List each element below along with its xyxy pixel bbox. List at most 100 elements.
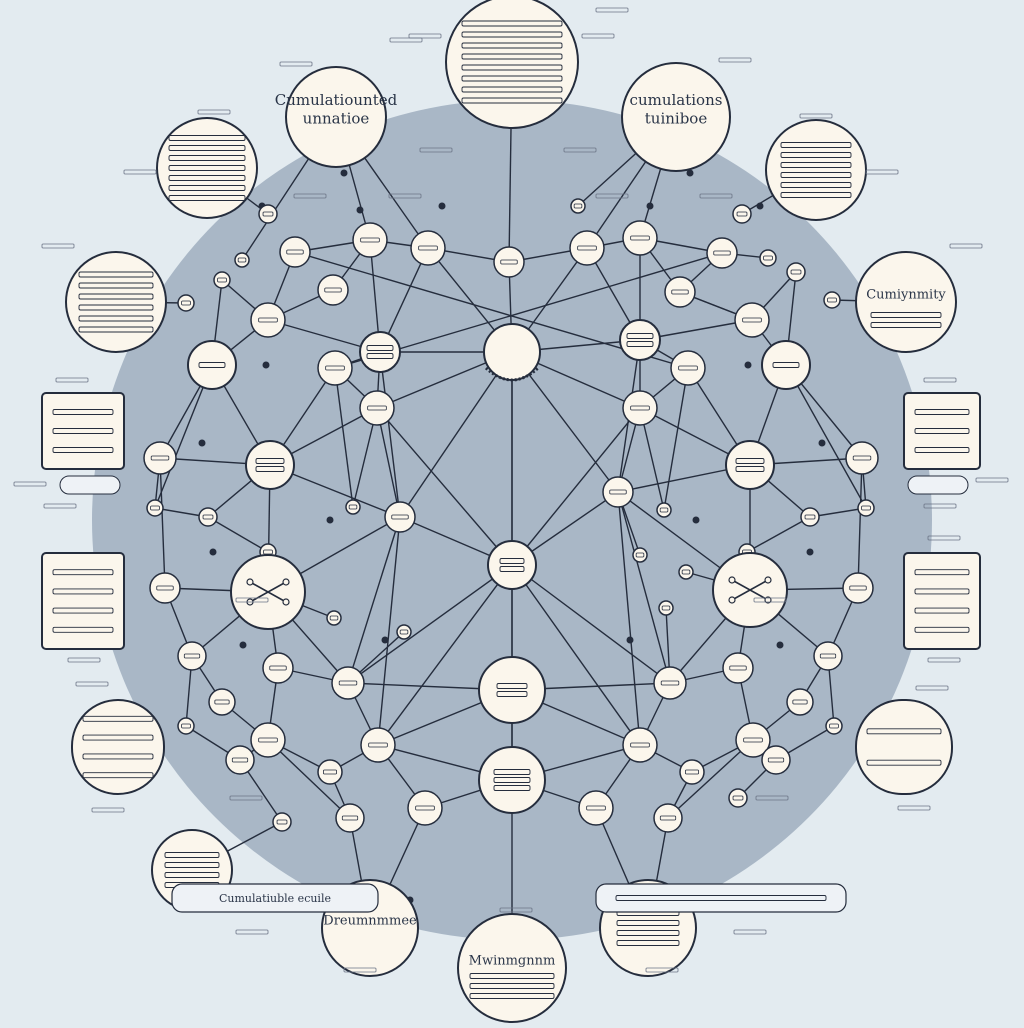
small-node-s50[interactable] [198, 507, 218, 527]
junction-dot [239, 641, 247, 649]
small-node-s46[interactable] [213, 271, 231, 289]
node-m7[interactable] [725, 440, 775, 490]
small-node-s58[interactable] [345, 499, 361, 515]
small-node-s28[interactable] [250, 722, 286, 758]
small-node-s6[interactable] [706, 237, 738, 269]
banner-ban2[interactable] [595, 883, 847, 913]
small-node-s67[interactable] [570, 198, 586, 214]
small-node-s19[interactable] [602, 476, 634, 508]
small-node-s36[interactable] [208, 688, 236, 716]
small-node-s57[interactable] [728, 788, 748, 808]
small-node-s14[interactable] [359, 390, 395, 426]
small-node-s3[interactable] [493, 246, 525, 278]
node-m2[interactable] [478, 656, 546, 724]
small-node-s62[interactable] [678, 564, 694, 580]
small-node-s43[interactable] [732, 204, 752, 224]
small-node-s23[interactable] [813, 641, 843, 671]
small-node-s56[interactable] [272, 812, 292, 832]
side-box-bL1[interactable] [41, 392, 125, 470]
banner-ban1[interactable] [171, 883, 379, 913]
small-node-s17[interactable] [845, 441, 879, 475]
small-node-s45[interactable] [823, 291, 841, 309]
small-node-s48[interactable] [146, 499, 164, 517]
small-node-s39[interactable] [761, 745, 791, 775]
small-node-s1[interactable] [352, 222, 388, 258]
small-node-s34[interactable] [335, 803, 365, 833]
small-node-s10[interactable] [250, 302, 286, 338]
small-node-s29[interactable] [735, 722, 771, 758]
node-c8[interactable] [187, 340, 237, 390]
side-pill[interactable] [59, 475, 121, 495]
caption-scribble [897, 805, 931, 811]
small-node-s5[interactable] [622, 220, 658, 256]
node-c4[interactable] [765, 119, 867, 221]
small-node-s2[interactable] [410, 230, 446, 266]
small-node-s18[interactable] [384, 501, 416, 533]
side-box-bL2[interactable] [41, 552, 125, 650]
small-node-s60[interactable] [326, 610, 342, 626]
small-node-s25[interactable] [722, 652, 754, 684]
small-node-s33[interactable] [578, 790, 614, 826]
node-m3[interactable] [478, 746, 546, 814]
small-node-s15[interactable] [622, 390, 658, 426]
small-node-s27[interactable] [653, 666, 687, 700]
small-node-s31[interactable] [622, 727, 658, 763]
small-node-s44[interactable] [177, 294, 195, 312]
small-node-s47[interactable] [786, 262, 806, 282]
node-m6[interactable] [245, 440, 295, 490]
node-c6[interactable] [855, 251, 957, 353]
small-node-s4[interactable] [569, 230, 605, 266]
small-node-s41[interactable] [679, 759, 705, 785]
small-node-s8[interactable] [317, 274, 349, 306]
small-node-s38[interactable] [225, 745, 255, 775]
hub-node[interactable] [483, 323, 541, 381]
small-node-s40[interactable] [317, 759, 343, 785]
side-box-bR1[interactable] [903, 392, 981, 470]
small-node-s64[interactable] [632, 547, 648, 563]
small-node-s65[interactable] [759, 249, 777, 267]
node-c5[interactable] [65, 251, 167, 353]
node-c2[interactable] [621, 62, 731, 172]
small-node-s61[interactable] [396, 624, 412, 640]
small-node-scribble [660, 680, 680, 686]
node-m1[interactable] [487, 540, 537, 590]
side-pill[interactable] [907, 475, 969, 495]
node-m9[interactable] [619, 319, 661, 361]
small-node-s35[interactable] [653, 803, 683, 833]
side-box-bR3[interactable] [855, 699, 953, 795]
caption-scribble [388, 193, 422, 199]
small-node-s12[interactable] [317, 350, 353, 386]
small-node-s66[interactable] [234, 252, 250, 268]
small-node-s26[interactable] [331, 666, 365, 700]
small-node-s30[interactable] [360, 727, 396, 763]
node-c7[interactable] [761, 340, 811, 390]
small-node-s51[interactable] [800, 507, 820, 527]
small-node-s32[interactable] [407, 790, 443, 826]
small-node-s42[interactable] [258, 204, 278, 224]
side-box-bR2[interactable] [903, 552, 981, 650]
node-m8[interactable] [359, 331, 401, 373]
node-c10[interactable] [457, 913, 567, 1023]
small-node-s37[interactable] [786, 688, 814, 716]
small-node-s49[interactable] [857, 499, 875, 517]
caption-scribble [229, 795, 263, 801]
small-node-s16[interactable] [143, 441, 177, 475]
small-node-s63[interactable] [658, 600, 674, 616]
node-c0[interactable] [445, 0, 579, 129]
small-node-scribble [181, 300, 191, 306]
node-c1[interactable] [285, 66, 387, 168]
small-node-s59[interactable] [656, 502, 672, 518]
side-box-bL3[interactable] [71, 699, 165, 795]
small-node-s55[interactable] [825, 717, 843, 735]
small-node-s13[interactable] [670, 350, 706, 386]
small-node-s24[interactable] [262, 652, 294, 684]
small-node-s20[interactable] [149, 572, 181, 604]
node-c3[interactable] [156, 117, 258, 219]
small-node-s7[interactable] [279, 236, 311, 268]
small-node-s9[interactable] [664, 276, 696, 308]
small-node-s21[interactable] [842, 572, 874, 604]
small-node-s11[interactable] [734, 302, 770, 338]
junction-dot [340, 169, 348, 177]
small-node-s54[interactable] [177, 717, 195, 735]
small-node-s22[interactable] [177, 641, 207, 671]
